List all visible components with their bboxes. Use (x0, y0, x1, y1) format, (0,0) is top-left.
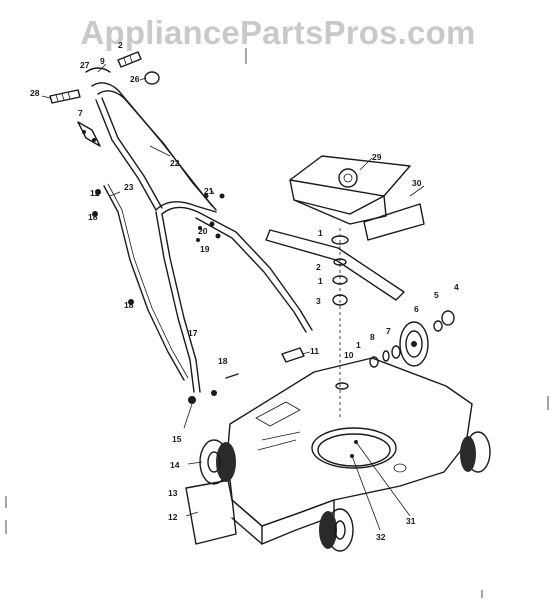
scan-edge-marks (5, 48, 549, 598)
callout-18-mid: 18 (124, 300, 134, 310)
callout-6: 6 (414, 304, 419, 314)
blade-hardware (331, 228, 349, 420)
callout-7-mid: 7 (386, 326, 391, 336)
callout-2-top: 2 (118, 40, 123, 50)
callout-20: 20 (198, 226, 208, 236)
callout-labels: 2 27 9 26 28 7 22 12 23 21 18 20 19 29 3… (30, 40, 459, 542)
handle-bolts (92, 189, 225, 305)
callout-3: 3 (316, 296, 321, 306)
callout-5: 5 (434, 290, 439, 300)
knob (144, 71, 160, 85)
callout-26: 26 (130, 74, 140, 84)
front-right-wheel (319, 508, 354, 552)
callout-31: 31 (406, 516, 416, 526)
callout-13: 13 (168, 488, 178, 498)
deck-fasteners (350, 440, 411, 531)
callout-32: 32 (376, 532, 386, 542)
lower-handle (155, 201, 313, 393)
callout-7-top: 7 (78, 108, 83, 118)
handle-grip-right (117, 51, 142, 68)
callout-29: 29 (372, 152, 382, 162)
blade (265, 229, 405, 301)
callout-12-low: 12 (168, 512, 178, 522)
callout-19: 19 (200, 244, 210, 254)
callout-18-low: 18 (218, 356, 228, 366)
callout-17: 17 (188, 328, 198, 338)
mower-deck (225, 357, 473, 545)
callout-11: 11 (310, 346, 319, 356)
callout-14: 14 (170, 460, 180, 470)
callout-15: 15 (172, 434, 182, 444)
callout-21: 21 (204, 186, 214, 196)
deck-shroud-plate (185, 479, 237, 545)
callout-9: 9 (100, 56, 105, 66)
callout-27: 27 (80, 60, 90, 70)
callout-22: 22 (170, 158, 180, 168)
front-left-wheel (199, 439, 236, 485)
callout-12-top: 12 (90, 188, 100, 198)
control-cable (103, 183, 189, 381)
callout-18-top: 18 (88, 212, 98, 222)
rear-wheel-exploded (369, 310, 455, 368)
watermark: AppliancePartsPros.com (80, 14, 476, 51)
handle-bracket (77, 121, 101, 147)
callout-23: 23 (124, 182, 134, 192)
handle-grip-left (49, 89, 81, 104)
engine-cover (289, 155, 411, 225)
callout-1-b: 1 (318, 276, 323, 286)
leader-lines (41, 63, 425, 517)
callout-28: 28 (30, 88, 40, 98)
rear-right-wheel (460, 431, 491, 473)
callout-1-a: 1 (318, 228, 323, 238)
callout-30: 30 (412, 178, 422, 188)
callout-4: 4 (454, 282, 459, 292)
upper-handle (85, 67, 217, 211)
callout-1-c: 1 (356, 340, 361, 350)
callout-8: 8 (370, 332, 375, 342)
callout-2-mid: 2 (316, 262, 321, 272)
callout-10: 10 (344, 350, 354, 360)
cable-clip (281, 347, 305, 363)
handle-mount-bolts (188, 373, 239, 404)
air-filter (363, 203, 425, 241)
